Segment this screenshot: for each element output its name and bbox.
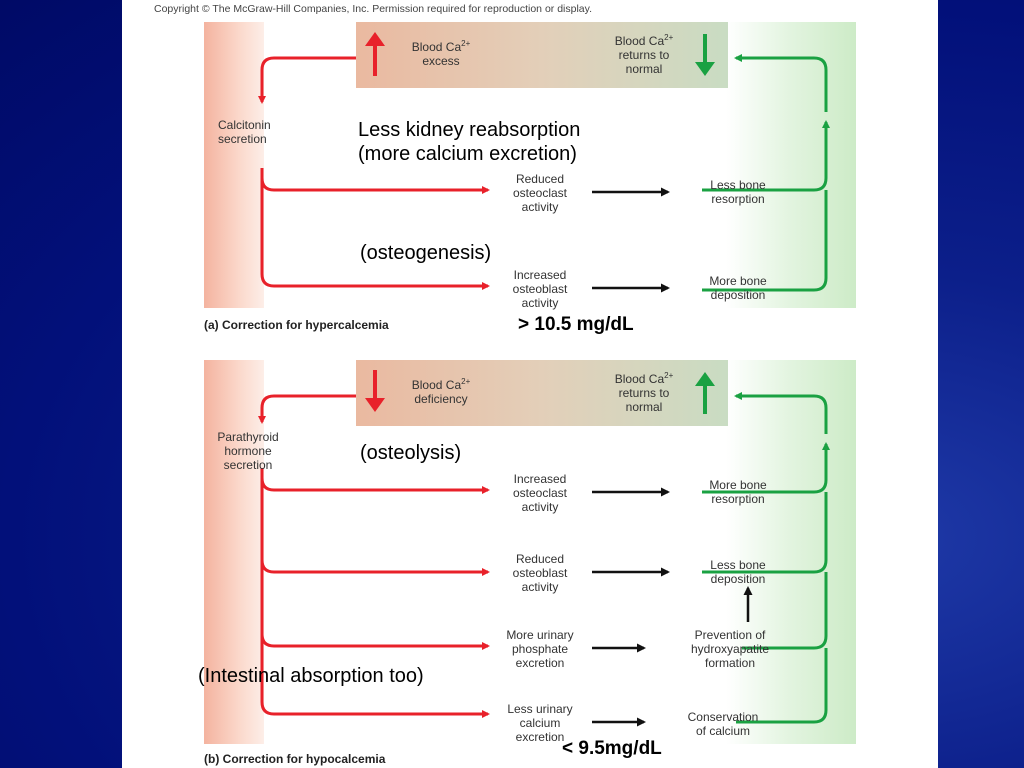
blood-calcium-box xyxy=(356,360,728,426)
blood-calcium-box xyxy=(356,22,728,88)
copyright-notice: Copyright © The McGraw-Hill Companies, I… xyxy=(154,3,593,15)
hormone-gradient-band xyxy=(204,360,264,744)
hypercalcemia-arrows xyxy=(258,32,830,293)
blood-calcium-deficiency-label: Blood Ca2+ deficiency xyxy=(411,377,471,407)
slide: Copyright © The McGraw-Hill Companies, I… xyxy=(122,0,938,768)
return-gradient-band xyxy=(726,22,856,308)
hypercalcemia-threshold: > 10.5 mg/dL xyxy=(518,314,634,335)
hypocalcemia-caption: (b) Correction for hypocalcemia xyxy=(204,752,386,766)
osteogenesis-note: (osteogenesis) xyxy=(360,242,492,264)
intestinal-absorption-note: (Intestinal absorption too) xyxy=(198,665,424,687)
hypocalcemia-threshold: < 9.5mg/dL xyxy=(562,738,662,759)
hypercalcemia-caption: (a) Correction for hypercalcemia xyxy=(204,318,389,332)
hypocalcemia-arrows xyxy=(258,370,830,727)
blood-calcium-excess-label: Blood Ca2+ excess xyxy=(411,39,471,69)
kidney-reabsorption-note: Less kidney reabsorption(more calcium ex… xyxy=(358,119,581,165)
hypocalcemia-panel: Blood Ca2+ deficiency Blood Ca2+ returns… xyxy=(204,360,856,744)
return-gradient-band xyxy=(726,360,856,744)
osteolysis-note: (osteolysis) xyxy=(360,442,462,464)
hormone-gradient-band xyxy=(204,22,264,308)
